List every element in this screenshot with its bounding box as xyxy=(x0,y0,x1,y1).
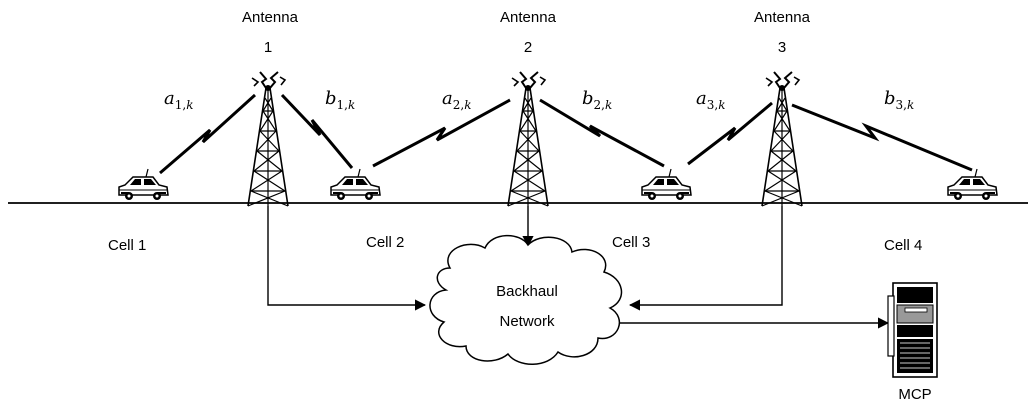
link-sub-comma: , xyxy=(903,98,907,112)
antenna-2-label: Antenna xyxy=(500,9,557,26)
link-sub-comma: , xyxy=(601,98,605,112)
link-label-b2k: b2,k xyxy=(582,88,612,112)
link-symbol: b xyxy=(582,88,594,109)
link-symbol: b xyxy=(325,88,337,109)
car-cell-3 xyxy=(641,168,692,201)
link-symbol: a xyxy=(164,88,175,109)
link-label-a1k: a1,k xyxy=(164,88,193,112)
link-a3k xyxy=(687,101,773,166)
link-sub-comma: , xyxy=(182,98,186,112)
link-sub-comma: , xyxy=(460,98,464,112)
antenna-1-number: 1 xyxy=(264,39,272,56)
antenna-2-number: 2 xyxy=(524,39,532,56)
link-label-b1k: b1,k xyxy=(325,88,355,112)
link-sub-num: 2 xyxy=(453,98,461,112)
link-sub-k: k xyxy=(907,98,914,112)
link-sub-num: 2 xyxy=(594,98,602,112)
mcp-server-icon xyxy=(887,282,938,378)
cell-3-label: Cell 3 xyxy=(612,234,650,251)
link-b3k xyxy=(791,103,973,172)
link-sub-comma: , xyxy=(344,98,348,112)
car-cell-4 xyxy=(947,168,998,201)
link-sub-num: 3 xyxy=(707,98,715,112)
link-symbol: a xyxy=(442,88,453,109)
link-label-a2k: a2,k xyxy=(442,88,471,112)
antenna-3-label: Antenna xyxy=(754,9,811,26)
link-symbol: a xyxy=(696,88,707,109)
link-sub-k: k xyxy=(186,98,193,112)
antenna-1-label: Antenna xyxy=(242,9,299,26)
link-sub-k: k xyxy=(605,98,612,112)
cell-1-label: Cell 1 xyxy=(108,237,146,254)
wire-antenna-1 xyxy=(267,206,427,311)
link-label-a3k: a3,k xyxy=(696,88,725,112)
link-sub-num: 3 xyxy=(896,98,904,112)
wire-antenna-3 xyxy=(628,206,783,311)
link-sub-k: k xyxy=(718,98,725,112)
mcp-label: MCP xyxy=(898,386,931,403)
link-b2k xyxy=(539,98,665,168)
antenna-3-number: 3 xyxy=(778,39,786,56)
link-a1k xyxy=(159,93,257,175)
link-sub-comma: , xyxy=(714,98,718,112)
link-label-b3k: b3,k xyxy=(884,88,914,112)
cell-4-label: Cell 4 xyxy=(884,237,922,254)
backhaul-label-line2: Network xyxy=(499,313,555,330)
link-sub-k: k xyxy=(348,98,355,112)
link-symbol: b xyxy=(884,88,896,109)
link-sub-num: 1 xyxy=(175,98,183,112)
link-a2k xyxy=(372,98,511,168)
link-b1k xyxy=(280,93,354,169)
cell-2-label: Cell 2 xyxy=(366,234,404,251)
antenna-tower-3 xyxy=(761,71,803,207)
link-sub-k: k xyxy=(464,98,471,112)
antenna-tower-1 xyxy=(247,71,289,207)
link-sub-num: 1 xyxy=(337,98,345,112)
car-cell-2 xyxy=(330,168,381,201)
backhaul-label-line1: Backhaul xyxy=(496,283,558,300)
backhaul-cloud xyxy=(429,234,623,365)
antenna-tower-2 xyxy=(507,71,549,207)
